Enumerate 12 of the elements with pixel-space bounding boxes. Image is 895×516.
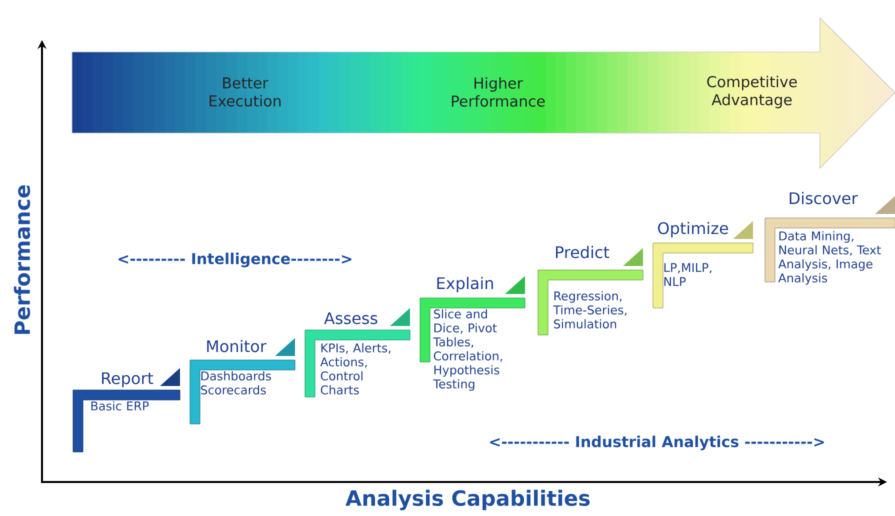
node-label: Report (102, 372, 154, 388)
node-label: Explain (437, 276, 493, 292)
node-label: Hypothesis Testing (433, 365, 500, 391)
node-label: Discover (790, 192, 858, 204)
range-label: <----------- Industrial Analytics -----------> (490, 436, 824, 450)
axis-title: Analysis Capabilities (346, 490, 590, 510)
node-label: Optimize (658, 222, 728, 238)
axis-title: Performance (14, 185, 30, 334)
range-label: <--------- Intelligence--------> (118, 252, 352, 268)
node-label: Assess (324, 312, 378, 324)
node-label: Predict (556, 246, 610, 258)
node-label: Monitor (207, 340, 266, 352)
